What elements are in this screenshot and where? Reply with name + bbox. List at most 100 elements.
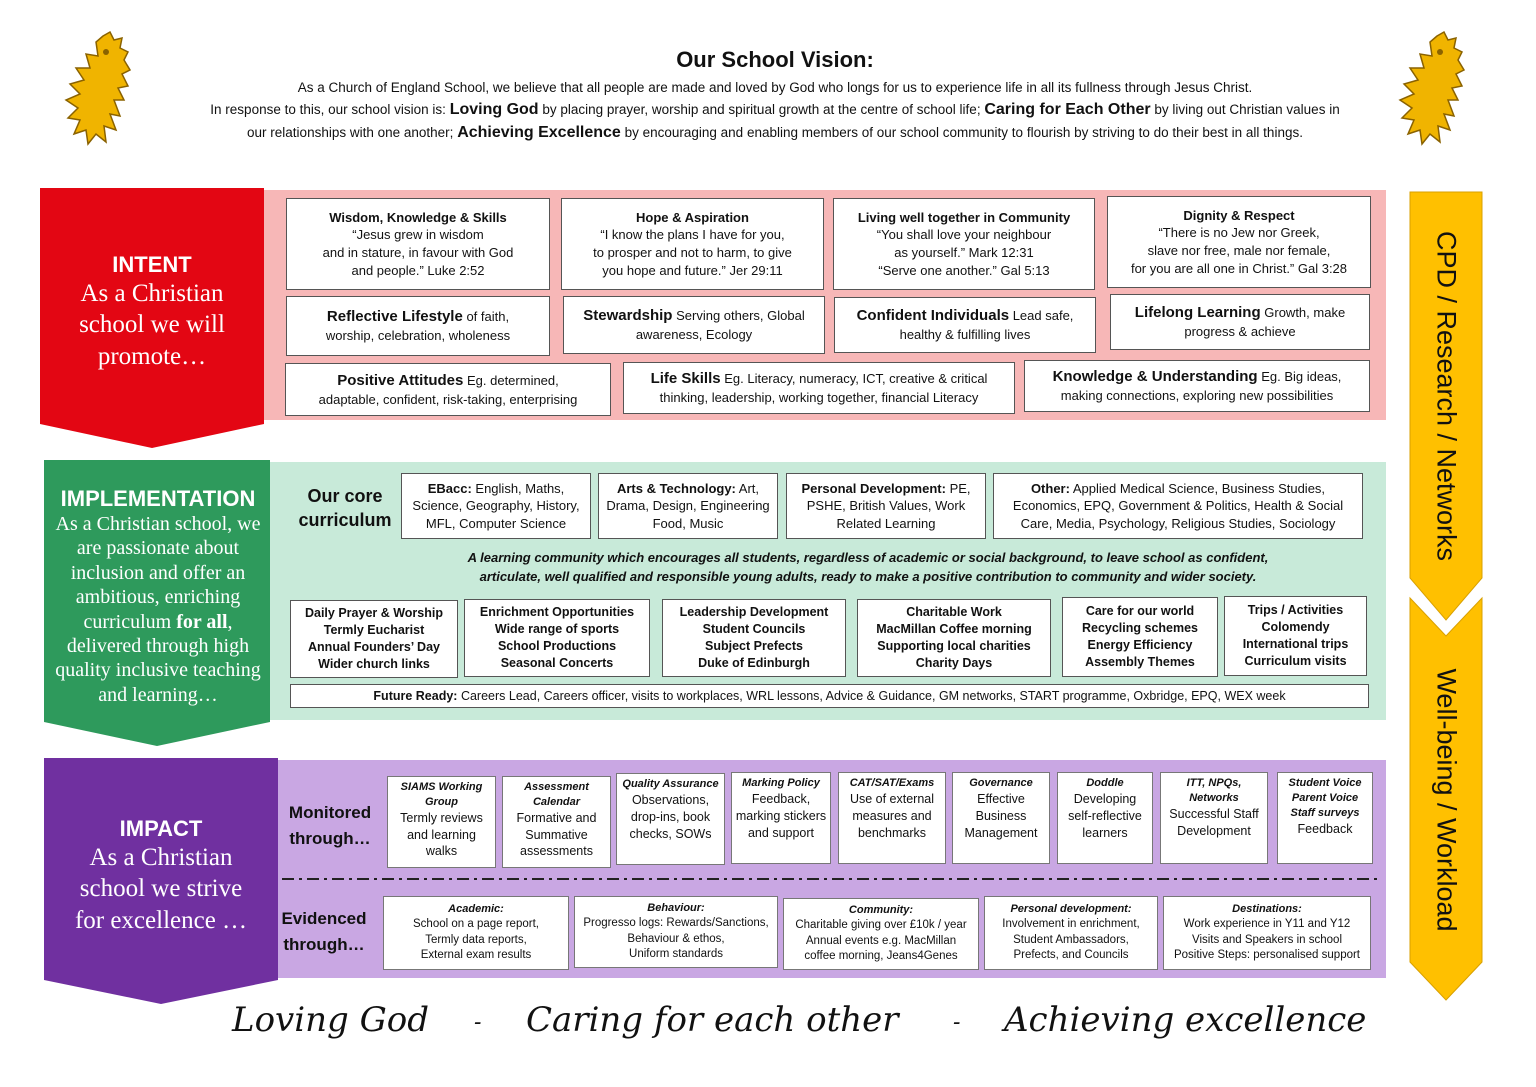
- card-text: MacMillan Coffee morning: [876, 622, 1032, 637]
- card-title: Reflective Lifestyle: [326, 308, 463, 326]
- monitoring-card: Student Voice Parent Voice Staff surveys…: [1277, 772, 1373, 864]
- intent-card: Reflective Lifestyle of faith, worship, …: [286, 296, 550, 356]
- monitored-label: Monitored through…: [288, 803, 372, 848]
- intent-card: Positive Attitudes Eg. determined, adapt…: [285, 363, 611, 416]
- footer-loving-god: Loving God: [232, 1000, 429, 1040]
- card-title: Knowledge & Understanding: [1052, 368, 1258, 386]
- intent-card: Wisdom, Knowledge & Skills “Jesus grew i…: [286, 198, 550, 290]
- card-text: Student Ambassadors,: [1013, 933, 1129, 946]
- card-title: Academic:: [448, 903, 504, 916]
- card-text: Charitable Work: [906, 605, 1002, 620]
- card-text: Charity Days: [915, 655, 993, 670]
- card-text: Art,: [738, 480, 760, 496]
- monitoring-card: SIAMS Working Group Termly reviews and l…: [387, 776, 496, 868]
- intent-subtitle: As a Christian school we will promote…: [79, 280, 225, 370]
- card-text: Termly reviews and learning walks: [400, 810, 483, 859]
- impact-heading: IMPACT: [119, 816, 203, 841]
- intent-card: Living well together in Community “You s…: [833, 198, 1095, 290]
- card-text: and in stature, in favour with God: [322, 245, 514, 260]
- card-text: of faith,: [466, 309, 510, 325]
- card-text: Eg. Literacy, numeracy, ICT, creative & …: [724, 371, 988, 387]
- impact-banner: IMPACT As a Christian school we strive f…: [44, 816, 278, 936]
- intent-card: Knowledge & Understanding Eg. Big ideas,…: [1024, 360, 1370, 412]
- card-title: Personal Development:: [801, 480, 946, 496]
- evidence-card: Personal development: Involvement in enr…: [984, 896, 1158, 970]
- core-subject-card: Other: Applied Medical Science, Business…: [993, 473, 1363, 539]
- card-title: Behaviour:: [647, 902, 705, 915]
- card-text: Visits and Speakers in school: [1191, 933, 1342, 946]
- vision-text: by placing prayer, worship and spiritual…: [542, 102, 981, 117]
- footer-separator: -: [474, 1010, 482, 1035]
- card-text: Positive Steps: personalised support: [1173, 949, 1361, 962]
- evidence-card: Behaviour: Progresso logs: Rewards/Sanct…: [574, 896, 778, 968]
- card-text: Curriculum visits: [1244, 653, 1347, 668]
- card-text: Work experience in Y11 and Y12: [1183, 918, 1351, 931]
- card-text: Energy Efficiency: [1087, 638, 1193, 652]
- evidence-card: Community: Charitable giving over £10k /…: [783, 898, 979, 970]
- card-text: Applied Medical Science, Business Studie…: [1072, 480, 1326, 496]
- core-subject-card: Personal Development: PE, PSHE, British …: [786, 473, 986, 539]
- monitoring-card: ITT, NPQs, Networks Successful Staff Dev…: [1160, 772, 1268, 864]
- card-title: Assessment Calendar: [524, 781, 589, 808]
- activity-card: Care for our world Recycling schemes Ene…: [1062, 597, 1218, 677]
- card-text: Care, Media, Psychology, Religious Studi…: [1020, 515, 1336, 531]
- card-title: Doddle: [1086, 777, 1124, 789]
- card-text: coffee morning, Jeans4Genes: [804, 950, 958, 963]
- card-text: MFL, Computer Science: [425, 515, 567, 531]
- card-title: Life Skills: [650, 370, 721, 388]
- intent-heading: INTENT: [112, 252, 192, 277]
- card-title: Positive Attitudes: [337, 371, 464, 389]
- monitoring-card: Assessment Calendar Formative and Summat…: [502, 776, 611, 868]
- card-text: English, Maths,: [475, 480, 565, 496]
- card-text: Prefects, and Councils: [1013, 949, 1129, 962]
- evidenced-label: Evidenced through…: [281, 909, 367, 954]
- card-text: for you are all one in Christ.” Gal 3:28: [1130, 260, 1348, 276]
- card-text: Serving others, Global: [676, 308, 805, 324]
- card-text: healthy & fulfilling lives: [899, 327, 1031, 343]
- monitoring-card: Quality Assurance Observations, drop-ins…: [616, 773, 725, 865]
- card-text: Observations, drop-ins, book checks, SOW…: [629, 792, 712, 841]
- card-text: Economics, EPQ, Government & Politics, H…: [1012, 498, 1344, 514]
- card-text: “I know the plans I have for you,: [600, 227, 785, 243]
- footer-separator: -: [953, 1010, 961, 1035]
- learning-community-statement-1: A learning community which encourages al…: [467, 550, 1269, 565]
- vision-loving-god: Loving God: [449, 101, 539, 118]
- card-text: “You shall love your neighbour: [876, 227, 1052, 243]
- card-text: Lead safe,: [1012, 308, 1074, 324]
- card-text: Formative and Summative assessments: [516, 810, 597, 859]
- wellbeing-arrow-label: Well-being / Workload: [1431, 668, 1462, 932]
- card-text: Related Learning: [836, 515, 936, 531]
- card-text: Feedback, marking stickers and support: [735, 791, 827, 840]
- card-title: Quality Assurance: [622, 778, 719, 790]
- impact-banner-shape: [44, 758, 278, 1004]
- card-text: worship, celebration, wholeness: [325, 328, 511, 344]
- card-text: Effective Business Management: [964, 791, 1038, 840]
- card-text: making connections, exploring new possib…: [1060, 388, 1334, 404]
- card-text: adaptable, confident, risk-taking, enter…: [318, 391, 578, 407]
- card-text: Daily Prayer & Worship: [304, 606, 443, 621]
- footer-caring: Caring for each other: [526, 1000, 899, 1040]
- vision-text: by living out Christian values in: [1154, 102, 1340, 117]
- card-title: Destinations:: [1232, 903, 1302, 916]
- intent-card: Stewardship Serving others, Global aware…: [563, 296, 825, 354]
- implementation-banner: IMPLEMENTATION As a Christian school, we…: [46, 486, 270, 707]
- evidence-card: Destinations: Work experience in Y11 and…: [1163, 896, 1371, 970]
- intent-card: Lifelong Learning Growth, make progress …: [1110, 294, 1370, 350]
- activity-card: Charitable Work MacMillan Coffee morning…: [857, 599, 1051, 677]
- intent-banner-shape: [40, 188, 264, 448]
- vision-caring: Caring for Each Other: [984, 101, 1151, 118]
- card-text: “Jesus grew in wisdom: [352, 227, 484, 243]
- card-text: Seasonal Concerts: [500, 655, 614, 670]
- monitoring-card: Marking Policy Feedback, marking sticker…: [731, 772, 831, 864]
- future-ready-text: Careers Lead, Careers officer, visits to…: [460, 688, 1286, 703]
- card-text: you hope and future.” Jer 29:11: [602, 262, 783, 278]
- card-text: Colomendy: [1261, 620, 1330, 635]
- core-subject-card: Arts & Technology: Art, Drama, Design, E…: [598, 473, 778, 539]
- card-title: SIAMS Working Group: [400, 781, 483, 808]
- intent-card: Hope & Aspiration “I know the plans I ha…: [561, 198, 824, 290]
- cpd-arrow-label: CPD / Research / Networks: [1431, 230, 1462, 562]
- card-title: Community:: [848, 904, 914, 917]
- card-text: Drama, Design, Engineering: [606, 498, 770, 514]
- lion-rampant-icon: [1398, 30, 1466, 146]
- card-title: Arts & Technology:: [616, 480, 736, 496]
